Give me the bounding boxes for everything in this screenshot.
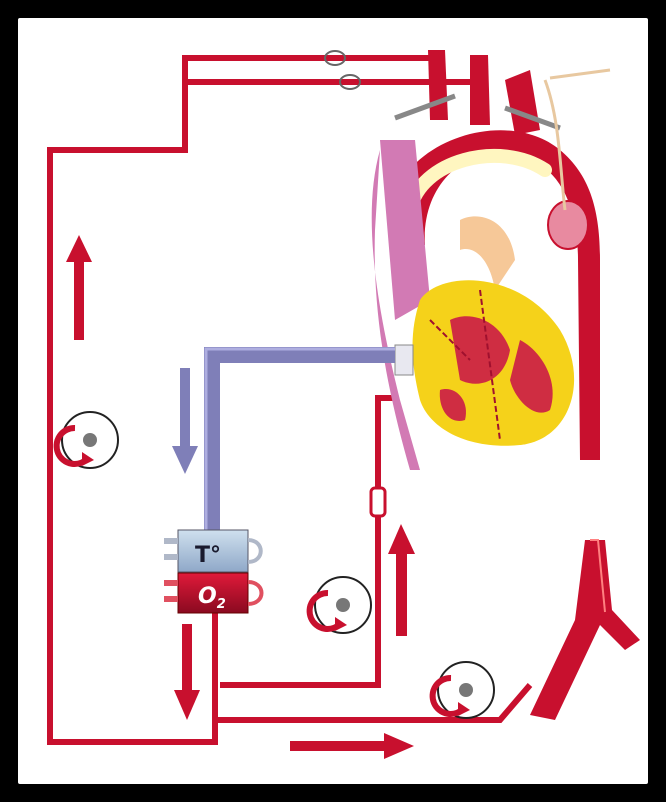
- oxygenator-device: T° O2: [164, 530, 262, 613]
- oxygenator-label: O: [198, 584, 217, 609]
- oxygenator-subscript: 2: [217, 597, 226, 612]
- temperature-label: T°: [195, 543, 221, 568]
- tube-connector: [371, 488, 385, 516]
